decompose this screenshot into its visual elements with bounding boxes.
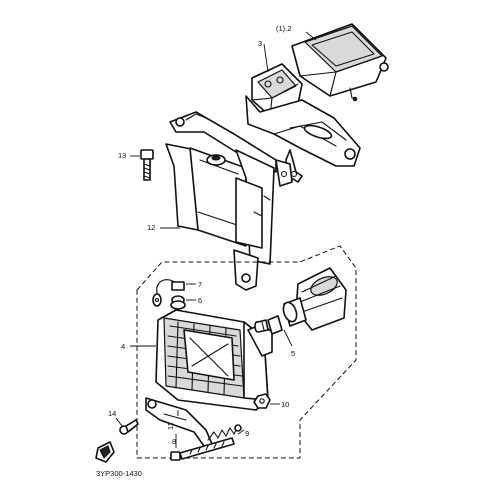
part-adjuster-bracket: [145, 397, 213, 447]
callout-7: 7: [198, 280, 202, 289]
part-headlight-unit: [155, 309, 273, 411]
callout-10: 10: [281, 400, 289, 409]
callout-11: 11: [166, 422, 175, 430]
part-headlight-stay: [165, 111, 293, 291]
part-bolt-13: [140, 149, 154, 181]
callout-1-2: (1).2: [276, 24, 291, 33]
part-meter-bracket: [245, 95, 361, 183]
part-spring-9: [207, 424, 242, 441]
callout-5: 5: [291, 349, 295, 358]
callout-8: 8: [172, 437, 176, 446]
part-grommet-6: [170, 295, 186, 310]
callout-12: 12: [147, 223, 155, 232]
part-bulb: [254, 315, 283, 335]
part-wire-lead: [152, 279, 185, 307]
callout-14: 14: [108, 409, 116, 418]
assembly-dashed-outline: [136, 245, 357, 459]
part-clip: [95, 441, 115, 463]
diagram-code: 3YP300-1430: [96, 469, 142, 478]
part-screw-14: [119, 419, 139, 435]
callout-4: 4: [121, 342, 125, 351]
callout-13: 13: [118, 151, 126, 160]
callout-3: 3: [258, 39, 262, 48]
part-screw-8: [170, 437, 235, 461]
callout-6: 6: [198, 296, 202, 305]
callout-9: 9: [245, 429, 249, 438]
part-bulb-socket: [282, 267, 347, 331]
part-meter-housing: [291, 23, 389, 102]
part-nut-10: [253, 393, 271, 409]
